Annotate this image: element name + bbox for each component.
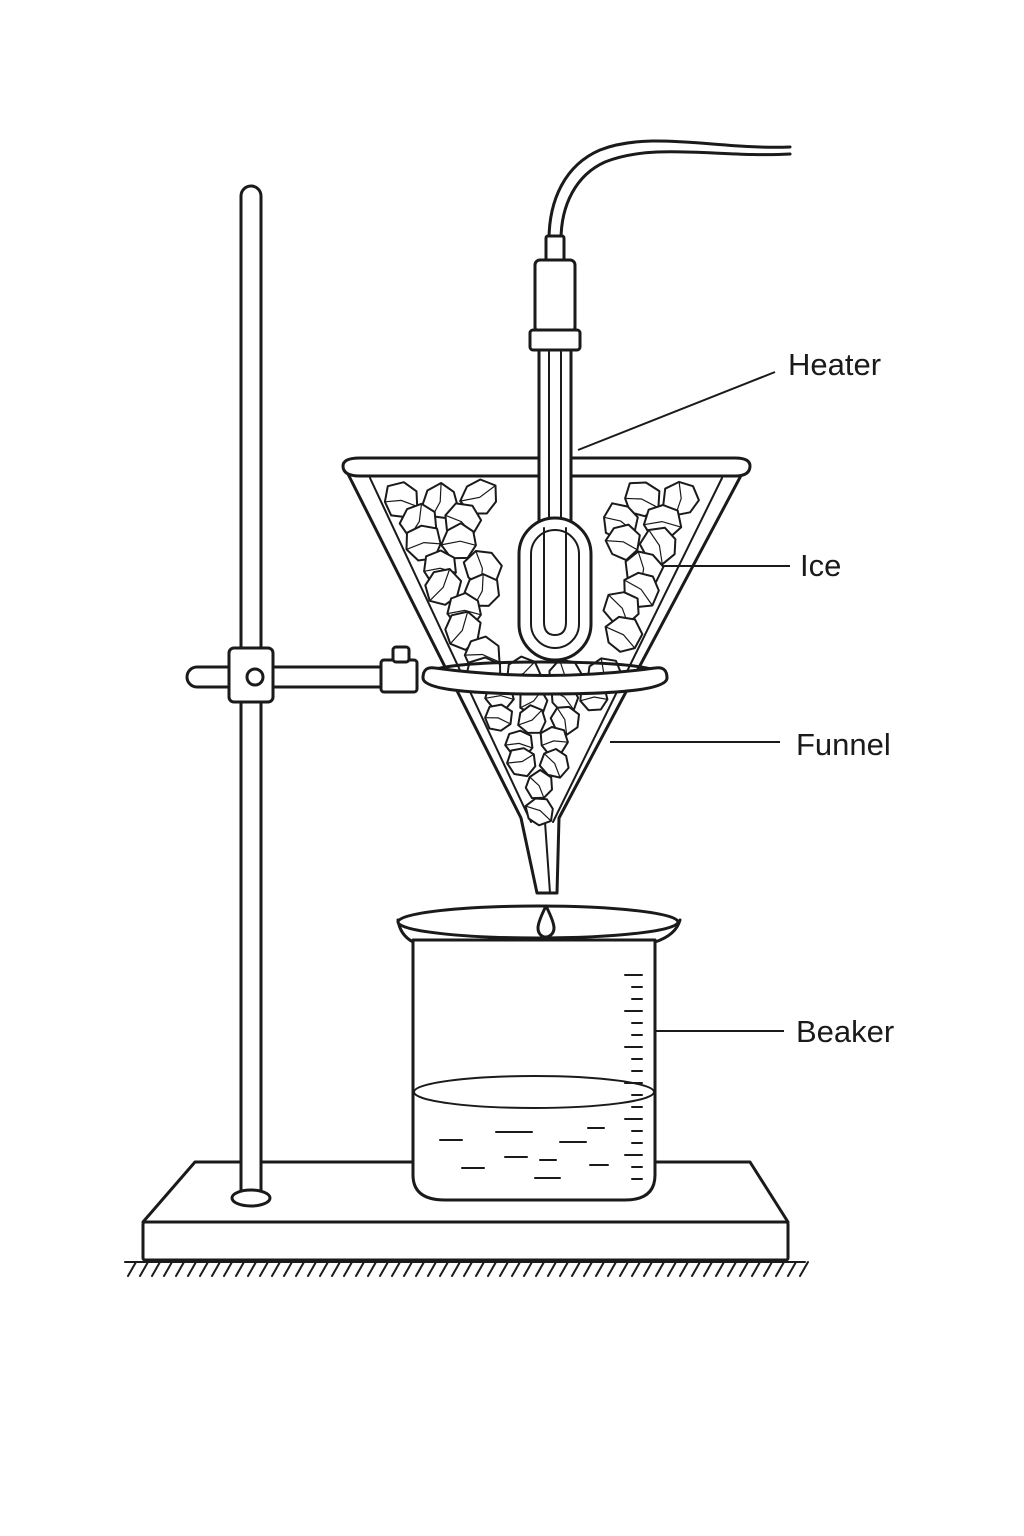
hatch-mark — [295, 1261, 305, 1277]
water-drop — [536, 904, 556, 939]
leader-lines — [577, 371, 790, 1032]
ground-hatching — [124, 1261, 809, 1277]
hatch-mark — [775, 1261, 785, 1277]
ice-cube — [484, 703, 513, 732]
hatch-mark — [583, 1261, 593, 1277]
ring-clamp — [185, 645, 669, 704]
hatch-mark — [415, 1261, 425, 1277]
hatch-mark — [619, 1261, 629, 1277]
hatch-mark — [319, 1261, 329, 1277]
hatch-mark — [535, 1261, 545, 1277]
hatch-mark — [595, 1261, 605, 1277]
hatch-mark — [391, 1261, 401, 1277]
hatch-mark — [511, 1261, 521, 1277]
label-heater: Heater — [788, 347, 881, 382]
label-ice: Ice — [800, 548, 841, 583]
hatch-mark — [763, 1261, 773, 1277]
ice-cube — [440, 522, 477, 560]
water-ripples — [439, 1127, 609, 1179]
ice-cube — [624, 481, 661, 518]
hatch-mark — [727, 1261, 737, 1277]
hatch-mark — [403, 1261, 413, 1277]
hatch-mark — [499, 1261, 509, 1277]
hatch-mark — [787, 1261, 797, 1277]
ice-cube — [604, 523, 641, 562]
hatch-mark — [283, 1261, 293, 1277]
hatch-mark — [715, 1261, 725, 1277]
heater — [517, 139, 792, 662]
hatch-mark — [799, 1261, 809, 1277]
hatch-mark — [631, 1261, 641, 1277]
label-funnel: Funnel — [796, 727, 891, 762]
hatch-mark — [355, 1261, 365, 1277]
hatch-mark — [271, 1261, 281, 1277]
ice-cube — [524, 769, 553, 800]
ice-cube — [604, 615, 644, 653]
hatch-mark — [307, 1261, 317, 1277]
hatch-mark — [163, 1261, 173, 1277]
hatch-mark — [151, 1261, 161, 1277]
hatch-mark — [547, 1261, 557, 1277]
hatch-mark — [427, 1261, 437, 1277]
hatch-mark — [379, 1261, 389, 1277]
hatch-mark — [199, 1261, 209, 1277]
ice-cube — [517, 704, 547, 734]
ice-cube — [506, 747, 537, 778]
hatch-mark — [475, 1261, 485, 1277]
hatch-mark — [655, 1261, 665, 1277]
hatch-mark — [223, 1261, 233, 1277]
hatch-mark — [331, 1261, 341, 1277]
hatch-mark — [679, 1261, 689, 1277]
hatch-mark — [127, 1261, 137, 1277]
hatch-mark — [463, 1261, 473, 1277]
hatch-mark — [667, 1261, 677, 1277]
hatch-mark — [643, 1261, 653, 1277]
hatch-mark — [739, 1261, 749, 1277]
hatch-mark — [487, 1261, 497, 1277]
hatch-mark — [235, 1261, 245, 1277]
ice-cube — [424, 568, 463, 606]
hatch-mark — [187, 1261, 197, 1277]
hatch-mark — [367, 1261, 377, 1277]
hatch-mark — [607, 1261, 617, 1277]
hatch-mark — [259, 1261, 269, 1277]
hatch-mark — [343, 1261, 353, 1277]
hatch-mark — [451, 1261, 461, 1277]
hatch-mark — [691, 1261, 701, 1277]
beaker — [396, 904, 682, 1202]
hatch-mark — [571, 1261, 581, 1277]
hatch-mark — [139, 1261, 149, 1277]
hatch-mark — [439, 1261, 449, 1277]
hatch-mark — [247, 1261, 257, 1277]
ice-cube — [524, 797, 554, 827]
hatch-mark — [703, 1261, 713, 1277]
ice-cube — [602, 591, 640, 625]
beaker-graduations — [624, 974, 643, 1180]
hatch-mark — [751, 1261, 761, 1277]
label-beaker: Beaker — [796, 1014, 894, 1049]
hatch-mark — [559, 1261, 569, 1277]
hatch-mark — [211, 1261, 221, 1277]
hatch-mark — [175, 1261, 185, 1277]
hatch-mark — [523, 1261, 533, 1277]
